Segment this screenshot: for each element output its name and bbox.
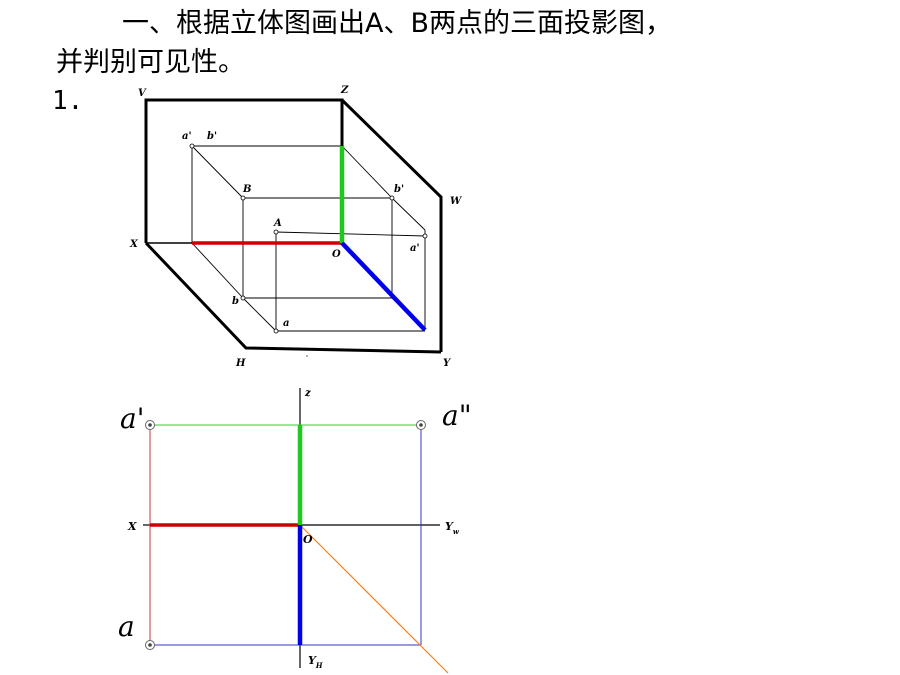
v-plane-edge bbox=[144, 98, 344, 243]
title-line-1: 一、根据立体图画出A、B两点的三面投影图， bbox=[122, 8, 672, 39]
label-origin: O bbox=[332, 249, 341, 260]
label-b-prime: b' bbox=[207, 131, 217, 142]
pictorial-view: V Z W X H Y O a' b' B b' A a' b a bbox=[129, 85, 463, 369]
h-plane-edge bbox=[144, 241, 442, 354]
label-proj-a-double-prime: a" bbox=[442, 399, 472, 432]
label-a: a bbox=[283, 318, 289, 329]
label-proj-x: X bbox=[127, 520, 137, 533]
label-a-prime: a' bbox=[182, 131, 192, 142]
title-line-2: 并判别可见性。 bbox=[56, 47, 245, 78]
pictorial-points bbox=[189, 143, 428, 334]
label-b-prime-w: b' bbox=[394, 184, 404, 195]
point-a-double-prime-marker bbox=[416, 420, 426, 430]
label-x: X bbox=[129, 239, 139, 250]
label-point-a: A bbox=[273, 218, 282, 229]
label-b: b bbox=[232, 296, 239, 307]
label-proj-a: a bbox=[118, 610, 135, 643]
problem-number: 1. bbox=[52, 86, 84, 116]
projection-view: z X Yw O YH a' a" a bbox=[118, 388, 472, 674]
label-proj-origin: O bbox=[303, 533, 313, 546]
label-proj-yw: Yw bbox=[445, 520, 460, 536]
projection-box-lines bbox=[191, 145, 426, 332]
label-a-double-prime: a' bbox=[410, 243, 420, 254]
label-proj-a-prime: a' bbox=[120, 402, 144, 435]
label-v: V bbox=[138, 88, 147, 99]
label-h: H bbox=[235, 358, 246, 369]
diagonal-line bbox=[299, 524, 449, 674]
label-z: Z bbox=[340, 85, 349, 96]
label-y: Y bbox=[443, 358, 451, 369]
point-a-prime-marker bbox=[145, 420, 155, 430]
problem-title: 一、根据立体图画出A、B两点的三面投影图， 并判别可见性。 bbox=[56, 4, 856, 82]
label-proj-yh: YH bbox=[308, 654, 323, 670]
w-plane-edge bbox=[340, 98, 443, 352]
label-proj-z: z bbox=[304, 388, 311, 399]
label-w: W bbox=[450, 196, 463, 207]
label-point-b: B bbox=[242, 184, 251, 195]
pictorial-y-axis bbox=[340, 241, 427, 332]
point-a-marker bbox=[145, 640, 155, 650]
speck bbox=[306, 355, 308, 357]
